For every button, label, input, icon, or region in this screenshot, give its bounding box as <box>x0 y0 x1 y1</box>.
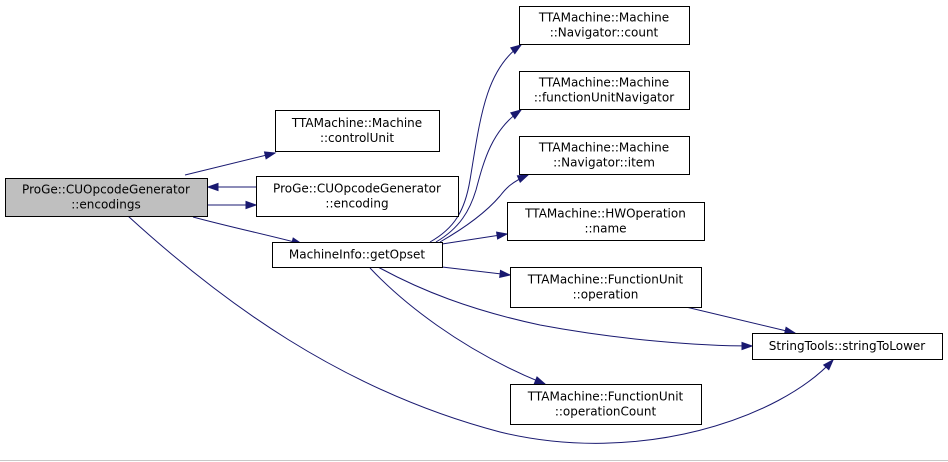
edge-encodings-to-toLower <box>127 215 835 444</box>
edge-line <box>441 233 508 245</box>
edge-line <box>439 174 529 243</box>
edge-fuOperation-to-toLower <box>685 306 797 335</box>
arrowhead <box>822 358 835 371</box>
edge-encodings-to-encoding <box>208 200 258 210</box>
edge-line <box>127 215 834 444</box>
node-label-line: TTAMachine::HWOperation <box>524 207 686 221</box>
node-label-line: TTAMachine::FunctionUnit <box>527 390 684 404</box>
arrowhead <box>245 200 258 210</box>
node-fuOperation[interactable]: TTAMachine::FunctionUnit::operation <box>510 267 702 308</box>
node-navItem[interactable]: TTAMachine::Machine::Navigator::item <box>519 136 690 175</box>
node-label-line: ::Navigator::count <box>550 26 659 40</box>
node-box[interactable] <box>256 176 459 217</box>
node-box[interactable] <box>5 178 208 217</box>
node-encodings[interactable]: ProGe::CUOpcodeGenerator::encodings <box>5 178 208 217</box>
edge-line <box>435 109 522 243</box>
edge-getOpset-to-hwName <box>441 231 509 245</box>
arrowhead <box>263 151 277 160</box>
edge-getOpset-to-navItem <box>439 174 530 243</box>
node-box[interactable] <box>519 71 690 110</box>
node-hwName[interactable]: TTAMachine::HWOperation::name <box>507 202 705 241</box>
node-label-line: ProGe::CUOpcodeGenerator <box>273 182 441 196</box>
node-label-line: ::encodings <box>71 198 140 212</box>
arrowhead <box>516 174 530 184</box>
edge-encodings-to-getOpset <box>192 216 304 246</box>
arrowhead <box>509 109 523 120</box>
node-label-line: ::Navigator::item <box>553 156 655 170</box>
node-fuOpCount[interactable]: TTAMachine::FunctionUnit::operationCount <box>510 384 702 425</box>
edge-getOpset-to-fuOperation <box>441 266 512 278</box>
node-label-line: StringTools::stringToLower <box>769 339 926 353</box>
arrowhead <box>496 231 509 240</box>
node-toLower[interactable]: StringTools::stringToLower <box>752 333 943 360</box>
node-label-line: TTAMachine::Machine <box>291 116 422 130</box>
arrowhead <box>533 376 547 385</box>
node-label-line: ::name <box>584 222 626 236</box>
node-navCount[interactable]: TTAMachine::Machine::Navigator::count <box>519 6 690 45</box>
node-label-line: TTAMachine::Machine <box>538 76 669 90</box>
node-label-line: TTAMachine::FunctionUnit <box>527 273 684 287</box>
edge-line <box>369 267 546 385</box>
edge-line <box>192 216 303 245</box>
node-label-line: ::controlUnit <box>320 131 394 145</box>
node-box[interactable] <box>510 384 702 425</box>
edge-getOpset-to-fuNav <box>435 109 523 243</box>
node-fuNav[interactable]: TTAMachine::Machine::functionUnitNavigat… <box>519 71 690 110</box>
edge-encoding-to-encodings <box>206 182 256 192</box>
edge-encodings-to-controlUnit <box>184 151 277 176</box>
node-label-line: MachineInfo::getOpset <box>289 248 425 262</box>
edge-line <box>377 266 753 347</box>
node-box[interactable] <box>272 242 443 268</box>
node-encoding[interactable]: ProGe::CUOpcodeGenerator::encoding <box>256 176 459 217</box>
arrowhead <box>206 182 219 192</box>
edge-line <box>429 44 522 243</box>
edge-getOpset-to-navCount <box>429 44 523 243</box>
node-controlUnit[interactable]: TTAMachine::Machine::controlUnit <box>275 110 440 152</box>
edge-line <box>184 152 276 176</box>
arrowhead <box>509 44 523 55</box>
arrowhead <box>741 341 754 351</box>
node-label-line: ProGe::CUOpcodeGenerator <box>22 183 190 197</box>
edge-getOpset-to-fuOpCount <box>369 267 547 385</box>
node-label-line: ::operation <box>573 288 639 302</box>
node-getOpset[interactable]: MachineInfo::getOpset <box>272 242 443 268</box>
nodes-layer: ProGe::CUOpcodeGenerator::encodingsTTAMa… <box>5 6 943 425</box>
bottom-divider <box>0 460 948 461</box>
edge-line <box>441 266 511 276</box>
node-box[interactable] <box>519 6 690 45</box>
edge-getOpset-to-toLower <box>377 266 754 351</box>
edges-layer <box>127 44 835 444</box>
arrowhead <box>499 269 512 278</box>
node-label-line: ::encoding <box>325 197 388 211</box>
node-box[interactable] <box>507 202 705 241</box>
node-box[interactable] <box>510 267 702 308</box>
node-box[interactable] <box>519 136 690 175</box>
node-label-line: ::functionUnitNavigator <box>534 91 674 105</box>
node-label-line: TTAMachine::Machine <box>538 141 669 155</box>
edge-line <box>685 306 796 334</box>
node-box[interactable] <box>752 333 943 360</box>
node-label-line: TTAMachine::Machine <box>538 11 669 25</box>
node-box[interactable] <box>275 110 440 152</box>
node-label-line: ::operationCount <box>555 405 657 419</box>
